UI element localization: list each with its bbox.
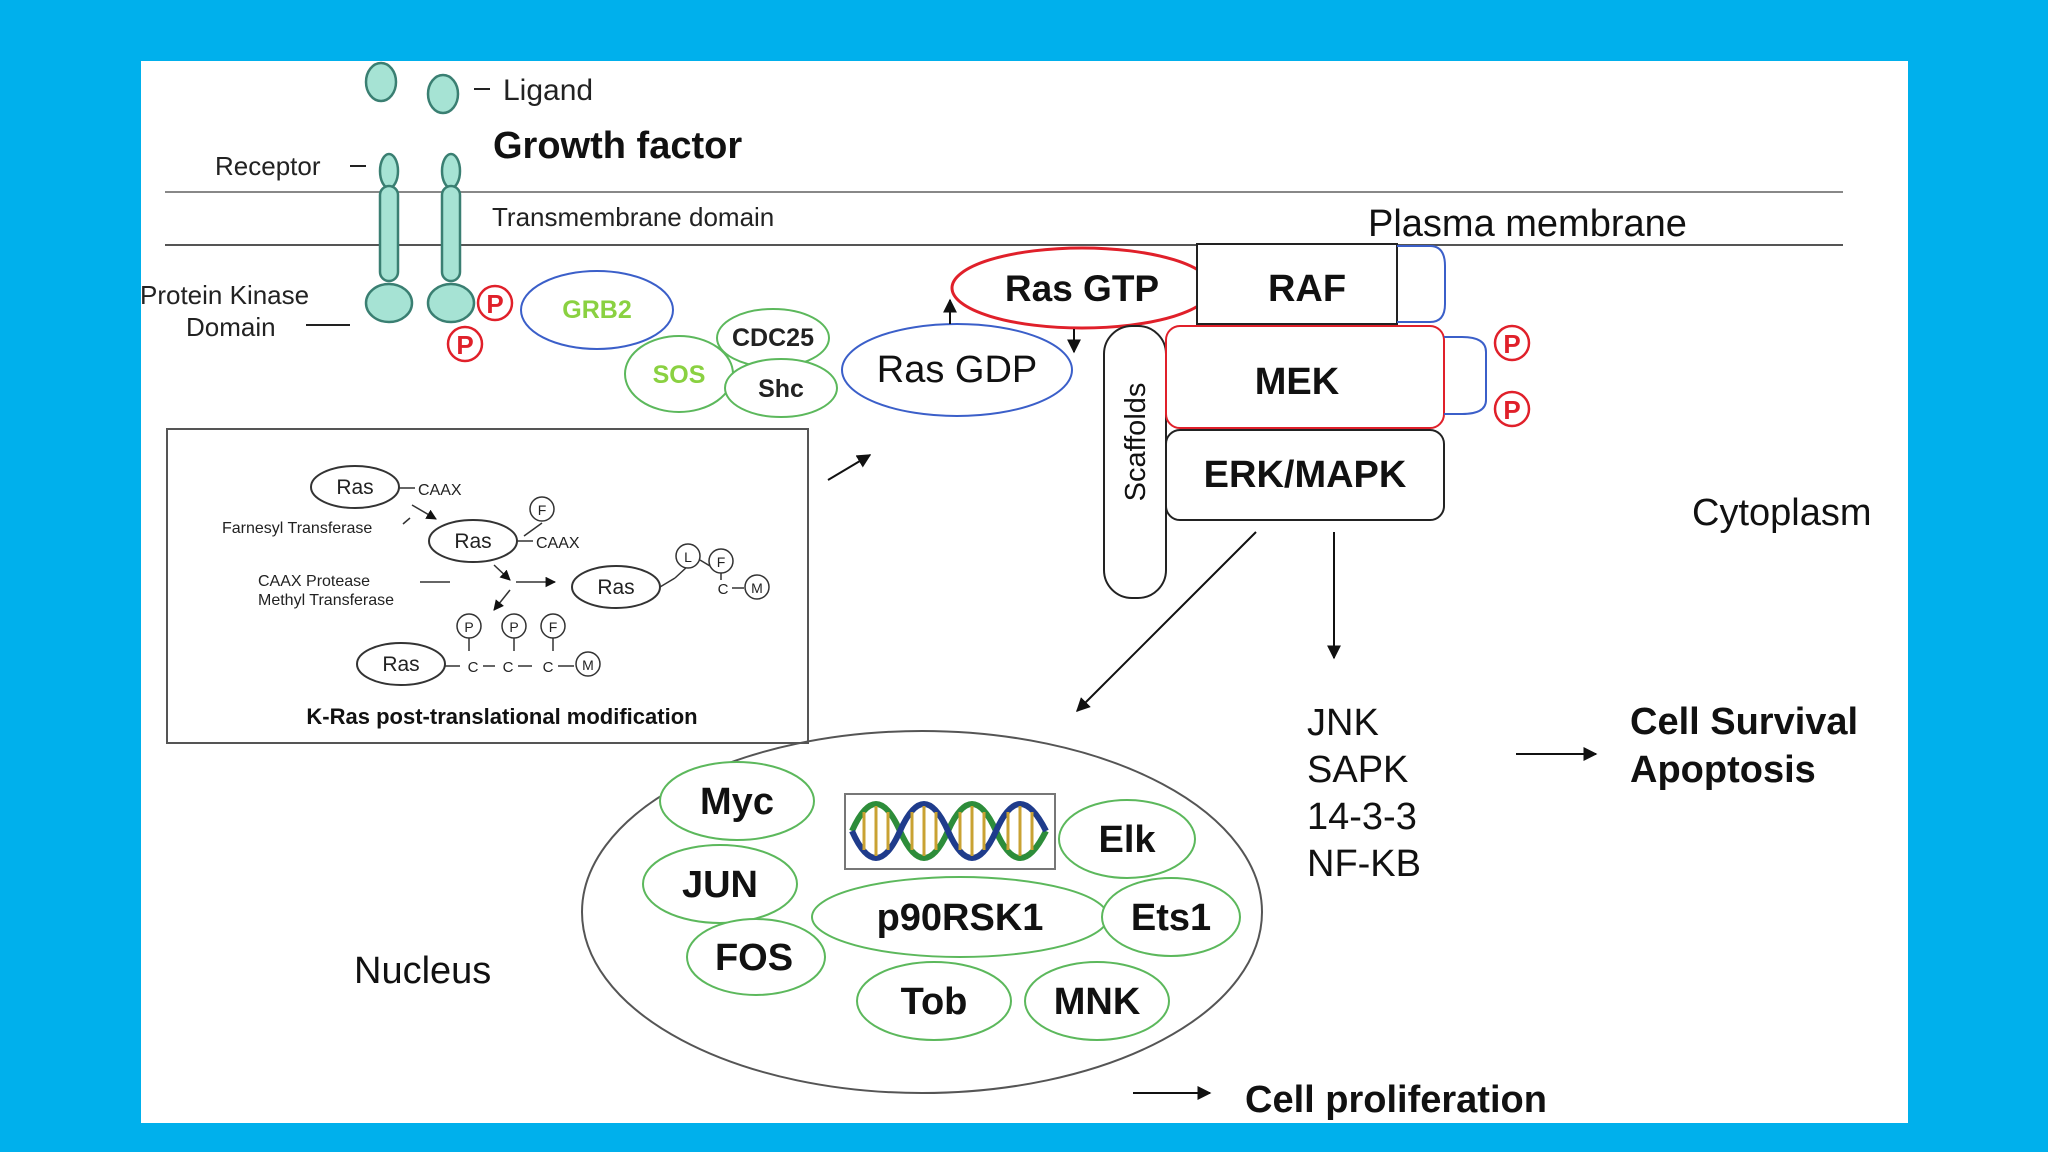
raf-side-bracket [1397, 245, 1446, 323]
phosphate-icon: P [1493, 324, 1531, 362]
tob-label: Tob [901, 981, 968, 1023]
inset-kras-modification: Ras CAAX Farnesyl Transferase Ras CAAX F… [166, 428, 809, 744]
phosphate-icon: P [476, 284, 514, 322]
receptor-left-icon [364, 152, 414, 324]
elk-node [1058, 799, 1196, 879]
jun-label: JUN [682, 864, 758, 906]
svg-text:C: C [543, 659, 554, 676]
ras-gdp-node [841, 323, 1073, 417]
mek-label: MEK [1255, 361, 1340, 403]
transmembrane-label: Transmembrane domain [492, 202, 774, 232]
erk-label: ERK/MAPK [1204, 454, 1407, 496]
grb2-node [520, 270, 674, 350]
svg-text:C: C [468, 659, 479, 676]
inset-ras-label: Ras [336, 476, 373, 499]
mek-side-bracket [1444, 336, 1487, 415]
ras-gtp-label: Ras GTP [1005, 268, 1159, 309]
phosphate-icon: P [446, 325, 484, 363]
inset-title: K-Ras post-translational modification [306, 704, 697, 729]
svg-text:P: P [486, 289, 503, 319]
inset-ras-label: Ras [454, 530, 491, 553]
raf-label: RAF [1268, 268, 1346, 310]
ets1-node [1101, 877, 1241, 957]
fos-node [686, 918, 826, 996]
kinase-domain-label-line1: Protein Kinase [140, 280, 309, 310]
shc-node [724, 358, 838, 418]
target-label: 14-3-3 [1307, 796, 1417, 838]
inset-ras-label: Ras [382, 653, 419, 676]
erk-to-nucleus-arrow [1076, 531, 1257, 712]
apoptosis-label: Apoptosis [1630, 749, 1816, 791]
cytoplasm-label: Cytoplasm [1692, 492, 1872, 534]
dna-helix-icon [844, 793, 1056, 870]
inset-farnesyl-label: Farnesyl Transferase [222, 520, 372, 537]
svg-text:P: P [464, 619, 473, 635]
myc-node [659, 761, 815, 841]
svg-text:F: F [717, 554, 726, 570]
svg-text:F: F [549, 619, 558, 635]
ligand-label: Ligand [503, 74, 593, 107]
p90rsk1-label: p90RSK1 [877, 897, 1044, 939]
cdc25-label: CDC25 [732, 324, 814, 352]
ligand-icon [426, 73, 460, 115]
svg-text:F: F [538, 502, 547, 518]
target-label: SAPK [1307, 749, 1408, 791]
svg-text:L: L [684, 549, 692, 565]
mnk-label: MNK [1054, 981, 1141, 1023]
cell-survival-label: Cell Survival [1630, 701, 1858, 743]
nucleus-outline [581, 730, 1263, 1094]
shc-label: Shc [758, 375, 804, 403]
inset-protease-label-line1: CAAX Protease [258, 573, 370, 590]
svg-text:C: C [718, 581, 729, 598]
ligand-icon [364, 61, 398, 103]
svg-text:P: P [456, 330, 473, 360]
myc-label: Myc [700, 781, 774, 823]
sos-label: SOS [653, 361, 706, 389]
ras-gdp-label: Ras GDP [877, 349, 1037, 391]
scaffolds-label: Scaffolds [1120, 383, 1152, 502]
svg-text:P: P [509, 619, 518, 635]
svg-text:P: P [1503, 395, 1520, 425]
fos-label: FOS [715, 937, 793, 979]
inset-protease-label-line2: Methyl Transferase [258, 592, 394, 609]
inset-caax-label: CAAX [536, 535, 580, 552]
jun-node [642, 844, 798, 924]
cell-proliferation-label: Cell proliferation [1245, 1079, 1547, 1121]
svg-text:C: C [503, 659, 514, 676]
phosphate-icon: P [1493, 390, 1531, 428]
inset-ras-node [356, 642, 446, 686]
mnk-node [1024, 961, 1170, 1041]
growth-factor-label: Growth factor [493, 125, 742, 167]
receptor-right-icon [426, 152, 476, 324]
svg-text:M: M [751, 580, 763, 596]
raf-box [1196, 243, 1398, 325]
tob-node [856, 961, 1012, 1041]
mek-box [1165, 325, 1445, 429]
target-label: NF-KB [1307, 843, 1421, 885]
ets1-label: Ets1 [1131, 897, 1211, 939]
kinase-domain-label-line2: Domain [186, 312, 276, 342]
inset-caax-label: CAAX [418, 482, 462, 499]
erk-box [1165, 429, 1445, 521]
elk-label: Elk [1098, 819, 1156, 861]
nucleus-label: Nucleus [354, 950, 491, 992]
inset-to-ras-arrow [827, 454, 872, 481]
inset-ras-label: Ras [597, 576, 634, 599]
grb2-label: GRB2 [562, 296, 631, 324]
svg-text:P: P [1503, 329, 1520, 359]
inset-ras-node [310, 465, 400, 509]
receptor-label: Receptor [215, 151, 321, 181]
target-label: JNK [1307, 702, 1379, 744]
svg-text:M: M [582, 657, 594, 673]
plasma-membrane-label: Plasma membrane [1368, 203, 1687, 245]
